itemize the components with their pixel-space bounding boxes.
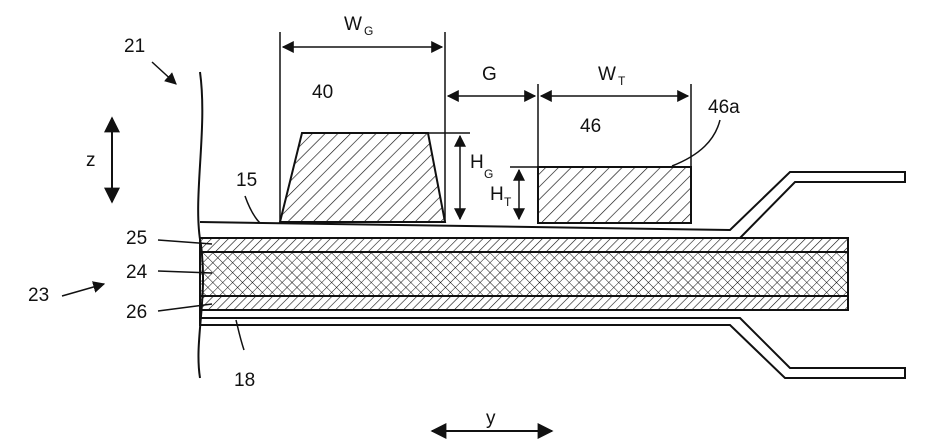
wt-dimension-subscript: T [618,74,626,88]
hg-dimension-label: H [470,152,484,173]
element-46-rect [538,167,691,223]
ht-dimension-label: H [490,184,504,205]
ref-18-label: 18 [234,370,255,391]
layer-25 [200,238,848,252]
section-break-line [198,72,203,378]
element-40-trapezoid [280,133,445,222]
ref-40-label: 40 [312,82,333,103]
wt-dimension-label: W [598,64,616,85]
leader-46a [672,120,720,166]
ht-dimension-subscript: T [504,195,512,209]
ref-25-label: 25 [126,228,147,249]
leader-21 [152,62,176,84]
ref-46-label: 46 [580,116,601,137]
leader-23 [62,284,104,296]
ref-15-label: 15 [236,170,257,191]
y-axis-label: y [486,408,496,429]
hg-dimension-subscript: G [484,167,493,181]
layer-18-film [200,310,905,378]
ref-21-label: 21 [124,36,145,57]
layer-26 [200,296,848,310]
ref-24-label: 24 [126,262,148,283]
ref-46a-label: 46a [708,97,740,118]
wg-dimension-label: W [344,14,362,35]
layer-24-core [200,252,848,296]
g-dimension-label: G [482,64,497,85]
z-axis-label: z [86,150,96,171]
ref-23-label: 23 [28,285,49,306]
wg-dimension-subscript: G [364,24,373,38]
leader-15 [245,196,260,223]
ref-26-label: 26 [126,302,147,323]
